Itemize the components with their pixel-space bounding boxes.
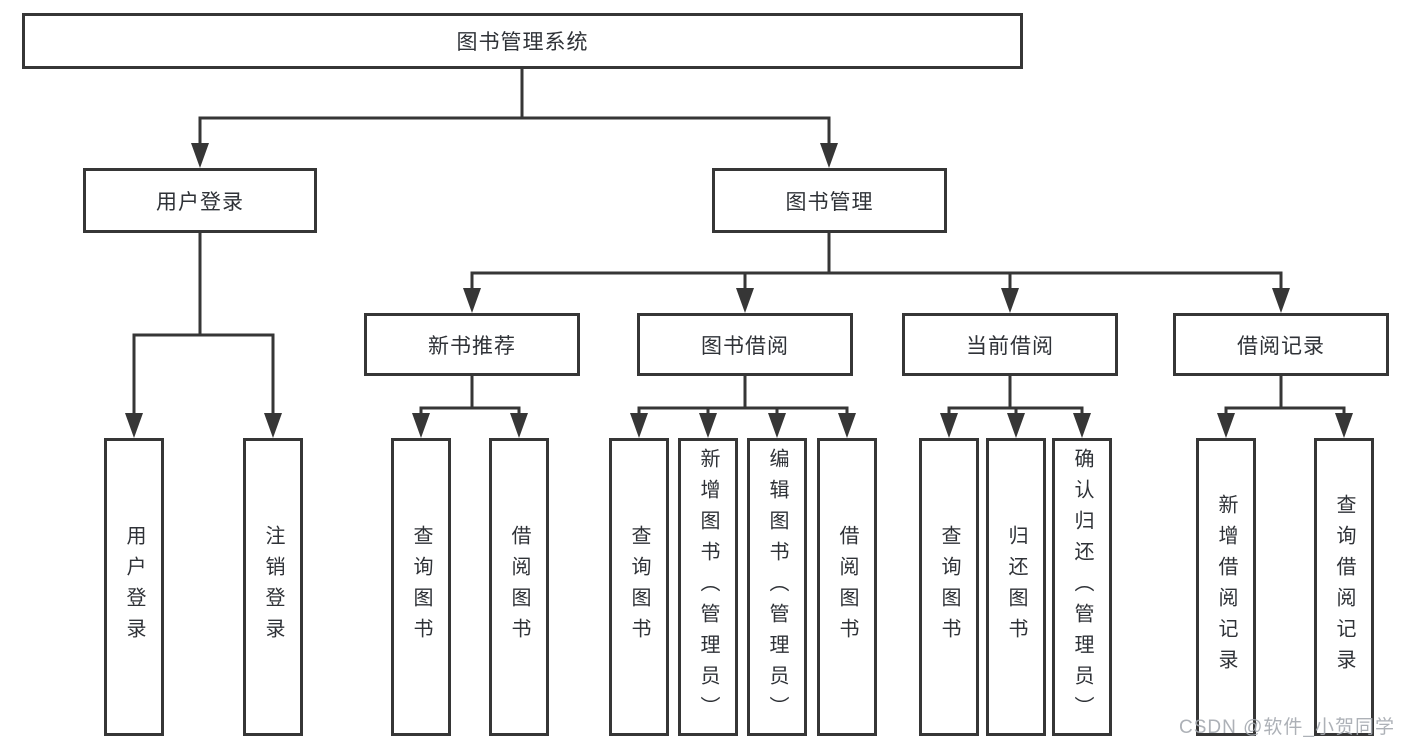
connector-lines (132, 69, 1346, 416)
leaf-logout: 注销登录 (243, 438, 303, 736)
node-user-login-branch: 用户登录 (83, 168, 317, 233)
leaf-query-borrow-record: 查询借阅记录 (1314, 438, 1374, 736)
leaf-query-books-current: 查询图书 (919, 438, 979, 736)
csdn-watermark: CSDN @软件_小贺同学 (1179, 717, 1395, 738)
leaf-add-borrow-record: 新增借阅记录 (1196, 438, 1256, 736)
node-book-borrowing: 图书借阅 (637, 313, 853, 376)
arrow-down-icons (125, 143, 1353, 438)
node-new-book-recommendation: 新书推荐 (364, 313, 580, 376)
leaf-borrow-books-recommend: 借阅图书 (489, 438, 549, 736)
leaf-user-login: 用户登录 (104, 438, 164, 736)
node-current-borrowing: 当前借阅 (902, 313, 1118, 376)
leaf-edit-books-admin: 编辑图书（管理员） (747, 438, 807, 736)
leaf-confirm-return-admin: 确认归还（管理员） (1052, 438, 1112, 736)
leaf-query-books-recommend: 查询图书 (391, 438, 451, 736)
leaf-add-books-admin: 新增图书（管理员） (678, 438, 738, 736)
leaf-borrow-books: 借阅图书 (817, 438, 877, 736)
leaf-query-books-borrowing: 查询图书 (609, 438, 669, 736)
node-book-management-branch: 图书管理 (712, 168, 947, 233)
node-library-management-system: 图书管理系统 (22, 13, 1023, 69)
leaf-return-books: 归还图书 (986, 438, 1046, 736)
node-borrowing-records: 借阅记录 (1173, 313, 1389, 376)
